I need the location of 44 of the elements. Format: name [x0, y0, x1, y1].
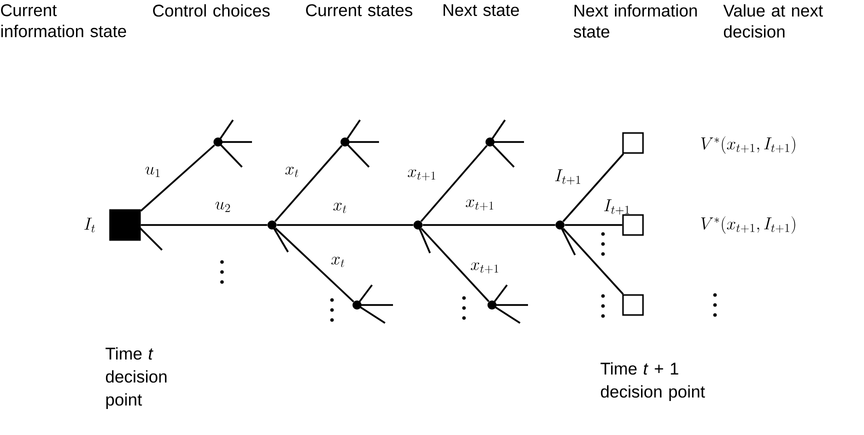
- edge-label: $u_1$: [145, 166, 160, 177]
- value-label: $I_t$: [84, 218, 95, 232]
- chance-dot: [556, 220, 564, 230]
- branch-line: [564, 224, 622, 226]
- column-heading: Control choices: [153, 4, 270, 17]
- branch-line: [420, 228, 490, 302]
- branch-line: [274, 144, 343, 222]
- column-heading: Current information state: [1, 4, 126, 38]
- edge-label: $I_{t+1}$: [604, 199, 630, 215]
- edge-label: $x_t$: [331, 256, 344, 268]
- time-label: Time t + 1 decision point: [600, 362, 705, 402]
- chance-dot: [268, 220, 276, 230]
- branch-line: [140, 224, 268, 226]
- edge-label: $x_{t+1}$: [466, 199, 494, 210]
- chance-dot: [214, 138, 222, 146]
- value-label: $V^*(x_{t+1}, I_{t+1})$: [701, 216, 796, 234]
- edge-label: $x_{t+1}$: [408, 169, 436, 180]
- edge-label: $x_t$: [333, 202, 346, 214]
- branch-line: [562, 228, 624, 295]
- chance-dot: [340, 138, 350, 146]
- branch-line: [562, 153, 624, 222]
- time-label: Time t decision point: [106, 347, 166, 410]
- chance-dot: [352, 300, 362, 310]
- chance-dot: [488, 300, 496, 310]
- chance-dot: [414, 220, 422, 230]
- branch-line: [274, 228, 354, 302]
- edge-label: $x_t$: [285, 166, 298, 178]
- value-label: $V^*(x_{t+1}, I_{t+1})$: [701, 136, 796, 154]
- column-heading: Value at next decision: [723, 4, 823, 38]
- decision-square: [109, 209, 141, 241]
- column-heading: Next state: [444, 4, 519, 16]
- branch-line: [276, 224, 414, 226]
- branch-line: [140, 144, 216, 212]
- decision-square: [622, 214, 644, 236]
- decision-square: [622, 132, 644, 154]
- column-heading: Next information state: [574, 4, 697, 38]
- edge-label: $x_{t+1}$: [470, 262, 498, 274]
- column-heading: Current states: [306, 4, 412, 16]
- chance-dot: [486, 138, 494, 146]
- branch-line: [422, 224, 556, 226]
- branch-line: [420, 144, 488, 222]
- edge-label: $u_2$: [215, 202, 230, 212]
- edge-label: $I_{t+1}$: [555, 169, 580, 185]
- decision-square: [622, 294, 644, 316]
